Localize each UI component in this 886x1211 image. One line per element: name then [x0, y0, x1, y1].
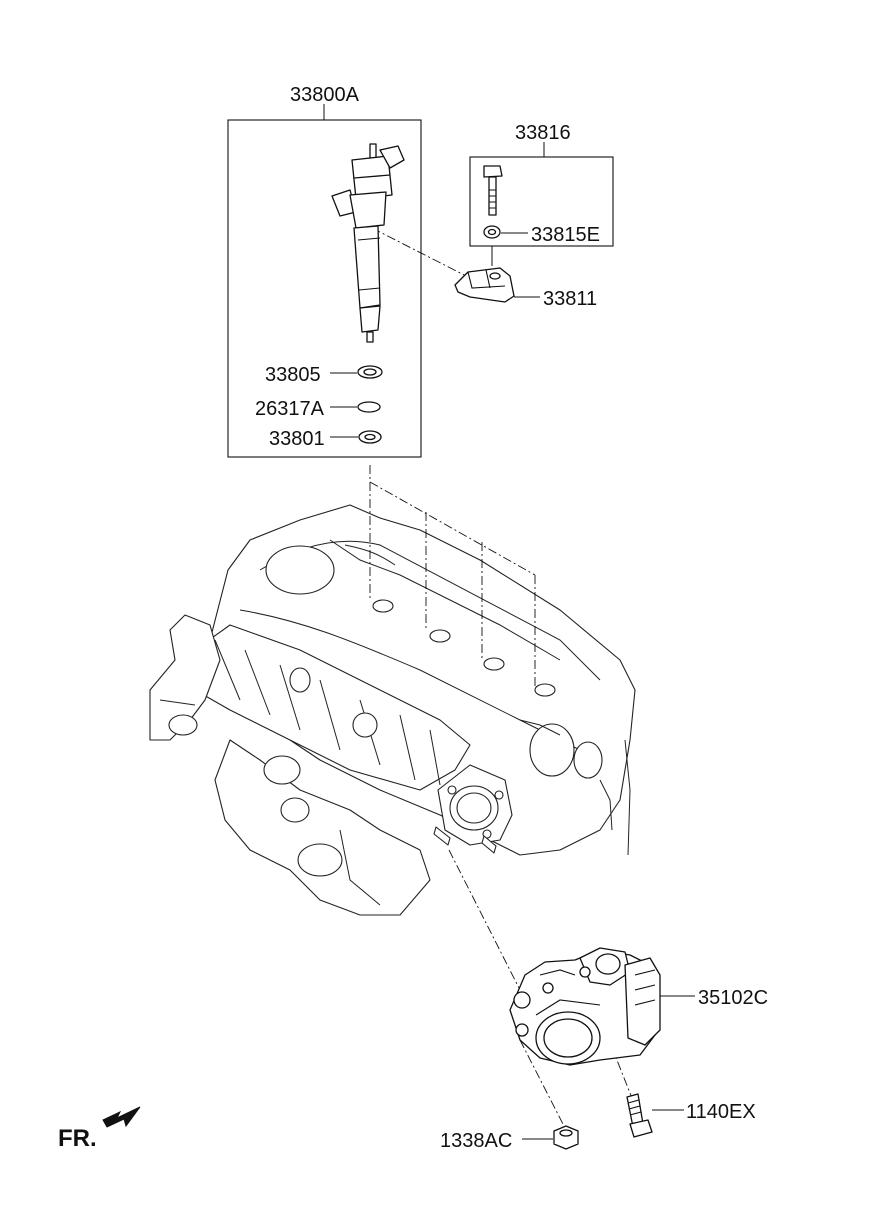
injector-seal — [357, 365, 383, 379]
label-35102C: 35102C — [698, 987, 768, 1009]
clamp-kit-frame — [469, 156, 614, 247]
label-33800A: 33800A — [290, 84, 360, 106]
clamp-washer — [483, 225, 501, 239]
label-33811: 33811 — [543, 288, 597, 310]
label-33805: 33805 — [265, 364, 321, 386]
label-1338AC: 1338AC — [440, 1130, 512, 1152]
label-1140EX: 1140EX — [686, 1101, 756, 1123]
engine-cylinder-head — [149, 504, 636, 916]
injector-washer — [358, 430, 382, 444]
label-33801: 33801 — [269, 428, 325, 450]
throttle-body — [509, 947, 695, 1066]
front-indicator: FR. — [58, 1106, 141, 1152]
label-26317A: 26317A — [255, 398, 325, 420]
label-33816: 33816 — [515, 122, 571, 144]
o-ring — [357, 401, 381, 413]
flange-nut — [522, 1125, 579, 1150]
clamp-kit-group — [469, 142, 614, 247]
label-33815E: 33815E — [531, 224, 600, 246]
injector-assembly-group — [227, 104, 422, 458]
front-indicator-label: FR. — [58, 1125, 97, 1152]
fuel-injector — [331, 143, 405, 343]
throttle-bolt — [626, 1093, 684, 1138]
clamp-bolt — [483, 165, 503, 216]
front-arrow-icon — [102, 1106, 141, 1128]
injector-clamp — [454, 246, 540, 303]
